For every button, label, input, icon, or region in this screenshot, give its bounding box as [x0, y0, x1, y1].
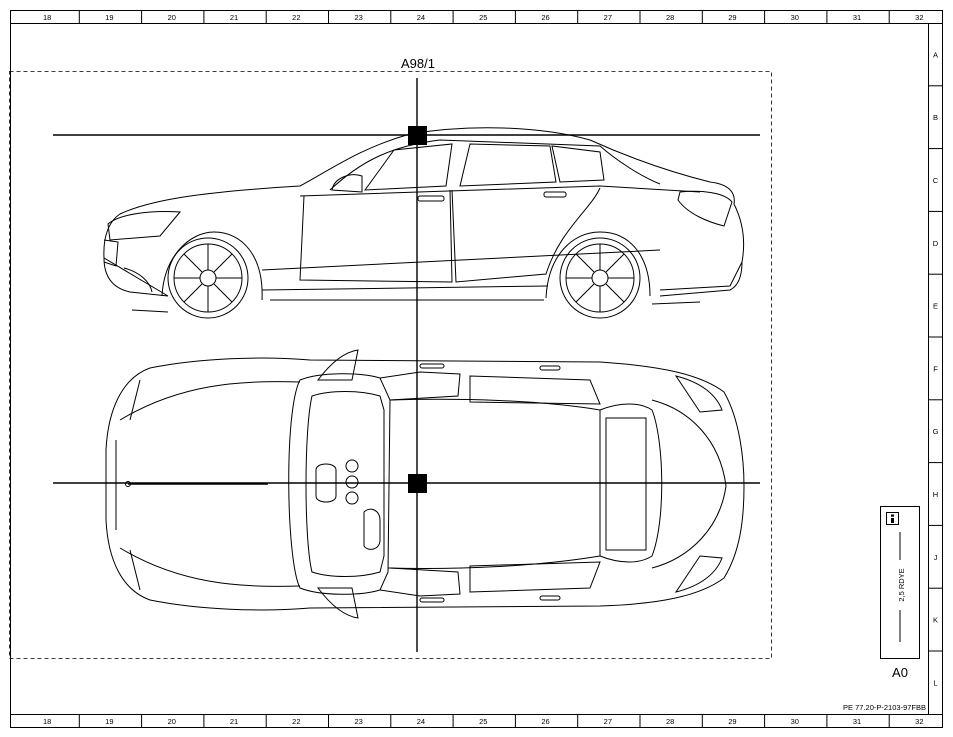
column-label: 19: [105, 13, 113, 22]
column-label: 22: [292, 13, 300, 22]
row-label: A: [933, 50, 938, 59]
component-area-frame: [9, 71, 772, 659]
location-crosshair: [53, 78, 760, 652]
column-label: 25: [479, 717, 487, 726]
column-label: 28: [666, 13, 674, 22]
column-label: 32: [915, 13, 923, 22]
row-label: G: [933, 427, 939, 436]
column-label: 29: [728, 13, 736, 22]
column-label: 24: [417, 717, 425, 726]
column-label: 21: [230, 13, 238, 22]
row-label: K: [933, 616, 938, 625]
row-scale-right: A B C D E F G H J K L: [928, 50, 943, 687]
row-label: D: [933, 239, 939, 248]
column-label: 20: [168, 13, 176, 22]
car-side-view: [103, 127, 745, 319]
column-label: 23: [354, 13, 362, 22]
row-label: F: [933, 364, 938, 373]
document-reference: PE 77.20-P-2103-97FBB: [843, 703, 926, 712]
column-label: 24: [417, 13, 425, 22]
column-label: 25: [479, 13, 487, 22]
row-label: E: [933, 302, 938, 311]
column-label: 18: [43, 717, 51, 726]
column-scale-bottom: 18 19 20 21 22 23 24 25 26 27 28 29 30 31 32: [43, 714, 924, 727]
row-label: B: [933, 113, 938, 122]
column-label: 20: [168, 717, 176, 726]
column-label: 19: [105, 717, 113, 726]
column-label: 27: [604, 717, 612, 726]
info-icon: [886, 512, 899, 525]
column-label: 28: [666, 717, 674, 726]
column-label: 27: [604, 13, 612, 22]
column-label: 26: [541, 717, 549, 726]
column-label: 32: [915, 717, 923, 726]
wire-spec-text: 2,5 RDYE: [897, 568, 906, 601]
row-label: H: [933, 490, 938, 499]
car-top-view: [105, 349, 745, 619]
row-label: L: [933, 678, 937, 687]
column-scale-top: 18 19 20 21 22 23 24 25 26 27 28 29 30 31 32: [43, 10, 924, 23]
column-label: 30: [791, 13, 799, 22]
column-label: 29: [728, 717, 736, 726]
column-label: 30: [791, 717, 799, 726]
column-label: 31: [853, 13, 861, 22]
wire-spec-box: 2,5 RDYE: [880, 506, 920, 659]
column-label: 26: [541, 13, 549, 22]
row-label: C: [933, 176, 939, 185]
component-marker-top: [408, 474, 427, 493]
row-label: J: [934, 553, 938, 562]
column-label: 23: [354, 717, 362, 726]
sheet-frame: [10, 10, 943, 728]
location-code: A0: [892, 665, 908, 680]
column-label: 18: [43, 13, 51, 22]
column-label: 21: [230, 717, 238, 726]
component-label: A98/1: [401, 56, 435, 71]
column-label: 31: [853, 717, 861, 726]
column-label: 22: [292, 717, 300, 726]
component-marker-side: [408, 126, 427, 145]
